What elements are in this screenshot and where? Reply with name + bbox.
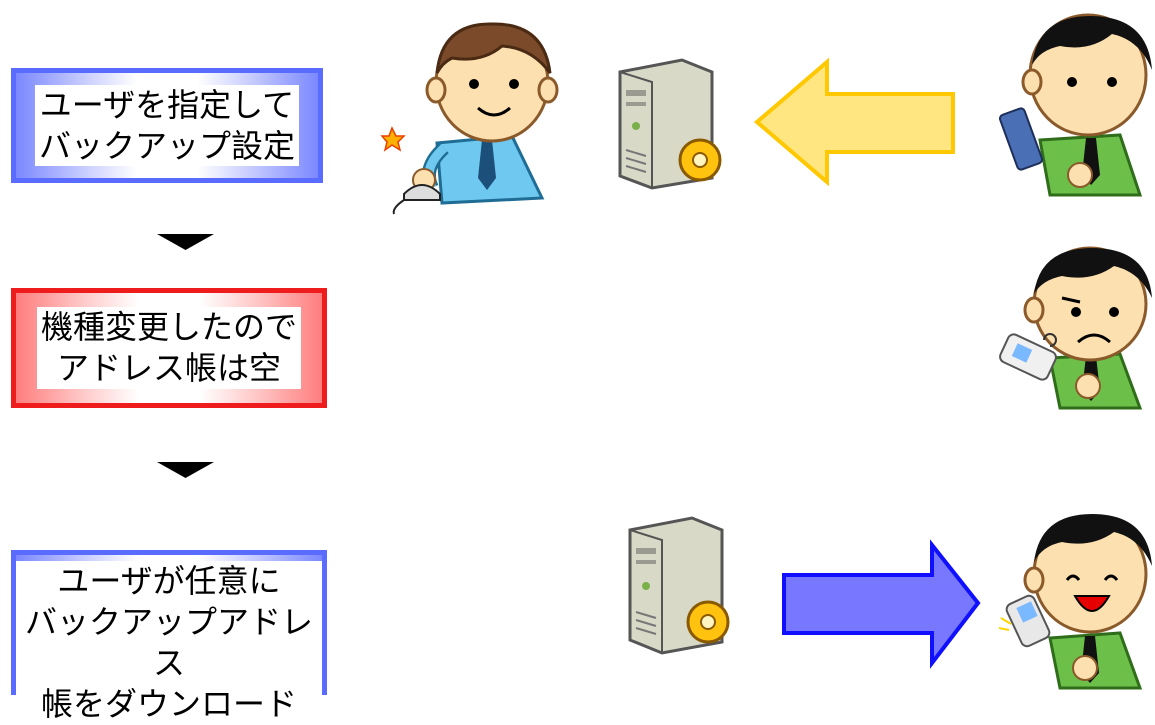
- happy-phone-user-icon: [998, 514, 1152, 690]
- upload-arrow-icon: [753, 57, 955, 187]
- server-icon: [628, 516, 730, 655]
- step-3-line-2: バックアップアドレス: [24, 602, 313, 682]
- phone-user-icon: [998, 13, 1152, 197]
- step-label: ユーザが任意に バックアップアドレス 帳をダウンロード: [16, 561, 322, 725]
- server-icon: [618, 58, 722, 190]
- step-1-line-2: バックアップ設定: [38, 126, 295, 165]
- sad-phone-user-icon: [999, 246, 1152, 410]
- step-label: 機種変更したので アドレス帳は空: [36, 307, 301, 389]
- step-1-line-1: ユーザを指定して: [39, 85, 295, 124]
- download-arrow-icon: [782, 539, 981, 669]
- step-2-line-2: アドレス帳は空: [56, 349, 281, 387]
- step-2-line-1: 機種変更したので: [40, 308, 297, 347]
- step-label: ユーザを指定して バックアップ設定: [34, 84, 299, 167]
- step-box-backup-setting: ユーザを指定して バックアップ設定: [11, 68, 323, 183]
- admin-person-icon: [380, 22, 559, 215]
- step-box-user-download: ユーザが任意に バックアップアドレス 帳をダウンロード: [11, 550, 327, 725]
- step-3-line-1: ユーザが任意に: [57, 562, 281, 600]
- step-box-model-change: 機種変更したので アドレス帳は空: [11, 288, 327, 408]
- step-3-line-3: 帳をダウンロード: [40, 684, 297, 723]
- down-arrow-icon: [157, 234, 214, 250]
- down-arrow-icon: [157, 462, 214, 478]
